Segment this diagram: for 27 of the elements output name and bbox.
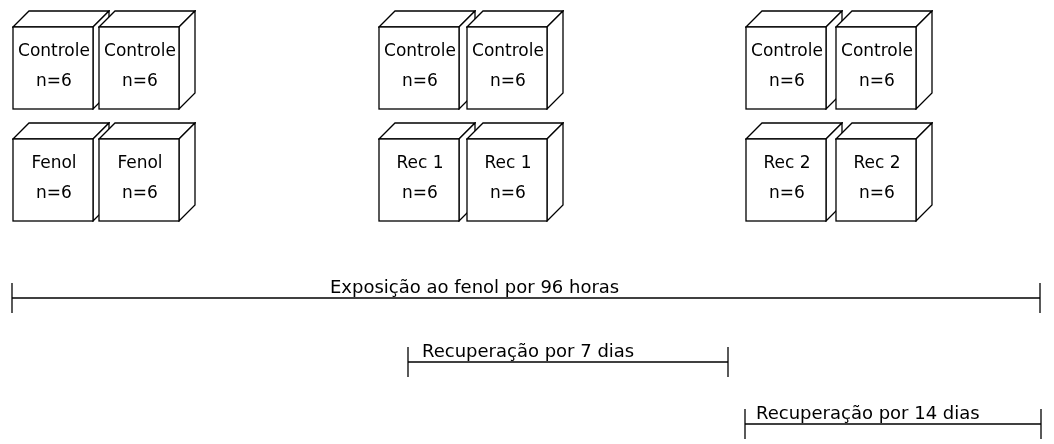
group-name: Rec 2 bbox=[762, 152, 812, 172]
sample-size: n=6 bbox=[401, 70, 439, 90]
group-name: Controle bbox=[471, 40, 545, 60]
group-name: Fenol bbox=[116, 152, 164, 172]
group-name: Controle bbox=[750, 40, 824, 60]
group-name: Fenol bbox=[30, 152, 78, 172]
sample-size: n=6 bbox=[489, 182, 527, 202]
timeline-label: Exposição ao fenol por 96 horas bbox=[330, 276, 620, 298]
group-name: Rec 1 bbox=[395, 152, 445, 172]
timeline-label: Recuperação por 7 dias bbox=[422, 340, 635, 362]
group-name: Rec 1 bbox=[483, 152, 533, 172]
sample-size: n=6 bbox=[401, 182, 439, 202]
sample-size: n=6 bbox=[858, 182, 896, 202]
group-name: Controle bbox=[103, 40, 177, 60]
group-name: Controle bbox=[383, 40, 457, 60]
group-name: Controle bbox=[840, 40, 914, 60]
sample-size: n=6 bbox=[858, 70, 896, 90]
sample-size: n=6 bbox=[489, 70, 527, 90]
group-name: Controle bbox=[17, 40, 91, 60]
sample-size: n=6 bbox=[768, 182, 806, 202]
group-name: Rec 2 bbox=[852, 152, 902, 172]
sample-size: n=6 bbox=[121, 70, 159, 90]
timeline-label: Recuperação por 14 dias bbox=[756, 402, 980, 424]
sample-size: n=6 bbox=[35, 182, 73, 202]
sample-size: n=6 bbox=[121, 182, 159, 202]
sample-size: n=6 bbox=[35, 70, 73, 90]
sample-size: n=6 bbox=[768, 70, 806, 90]
